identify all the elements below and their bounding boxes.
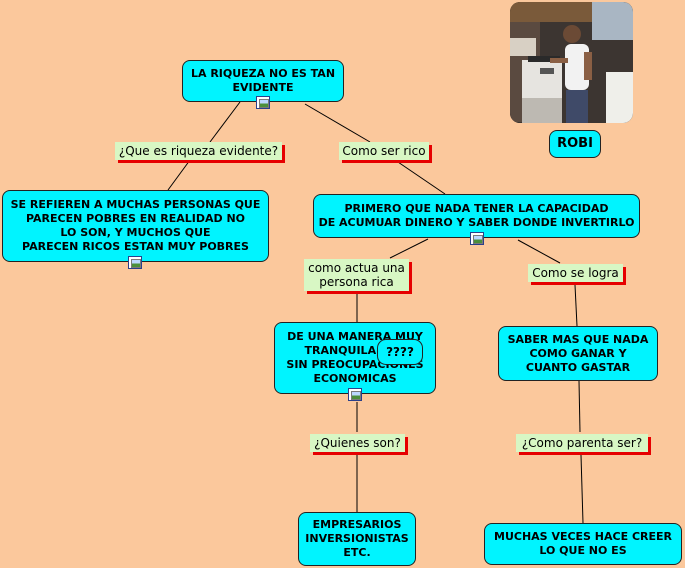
concept-riqueza[interactable]: LA RIQUEZA NO ES TAN EVIDENTE (182, 60, 344, 102)
person-photo-image (510, 2, 633, 123)
concept-empresarios[interactable]: EMPRESARIOS INVERSIONISTAS ETC. (298, 512, 416, 566)
linker-como-logra[interactable]: Como se logra (528, 264, 623, 282)
concept-robi[interactable]: ROBI (549, 130, 601, 158)
resource-image-icon[interactable] (348, 388, 362, 401)
linker-quienes[interactable]: ¿Quienes son? (310, 434, 405, 452)
resource-image-icon[interactable] (128, 256, 142, 269)
linker-como-ser[interactable]: Como ser rico (339, 142, 429, 160)
linker-como-actua[interactable]: como actua una persona rica (304, 259, 409, 291)
concept-refieren[interactable]: SE REFIEREN A MUCHAS PERSONAS QUE PARECE… (2, 190, 269, 262)
robi-photo (510, 2, 633, 123)
linker-parenta[interactable]: ¿Como parenta ser? (516, 434, 648, 452)
tooltip-question: ???? (377, 339, 423, 365)
concept-muchas[interactable]: MUCHAS VECES HACE CREER LO QUE NO ES (484, 523, 682, 565)
resource-image-icon[interactable] (256, 96, 270, 109)
concept-saber[interactable]: SABER MAS QUE NADA COMO GANAR Y CUANTO G… (498, 326, 658, 381)
linker-que-es[interactable]: ¿Que es riqueza evidente? (115, 142, 282, 160)
resource-image-icon[interactable] (470, 232, 484, 245)
